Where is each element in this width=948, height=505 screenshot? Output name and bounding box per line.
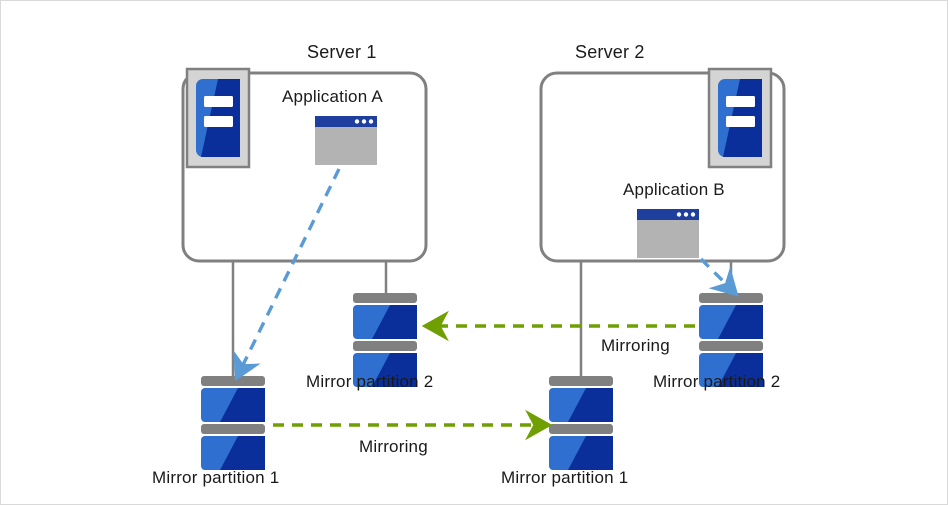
s1-partition-1-label: Mirror partition 1	[152, 468, 280, 487]
access-arrow-app-b-to-partition-2	[699, 257, 739, 297]
mirroring-label-bottom: Mirroring	[359, 437, 428, 456]
server-2-icon	[707, 67, 773, 169]
server-2-title: Server 2	[575, 42, 645, 62]
s2-partition-2-label: Mirror partition 2	[653, 372, 781, 391]
server-1-icon	[185, 67, 251, 169]
server-1-title: Server 1	[307, 42, 377, 62]
application-b-window-icon	[637, 209, 699, 258]
disk-s1-partition-1	[201, 376, 265, 470]
s1-partition-2-label: Mirror partition 2	[306, 372, 434, 391]
mirroring-label-top: Mirroring	[601, 336, 670, 355]
disk-s2-partition-2	[699, 293, 763, 387]
disk-s2-partition-1	[549, 376, 613, 470]
connector-lines	[231, 261, 733, 383]
application-b-label: Application B	[623, 180, 725, 199]
application-a-window-icon	[315, 116, 377, 165]
s2-partition-1-label: Mirror partition 1	[501, 468, 629, 487]
disk-s1-partition-2	[353, 293, 417, 387]
application-a-label: Application A	[282, 87, 383, 106]
